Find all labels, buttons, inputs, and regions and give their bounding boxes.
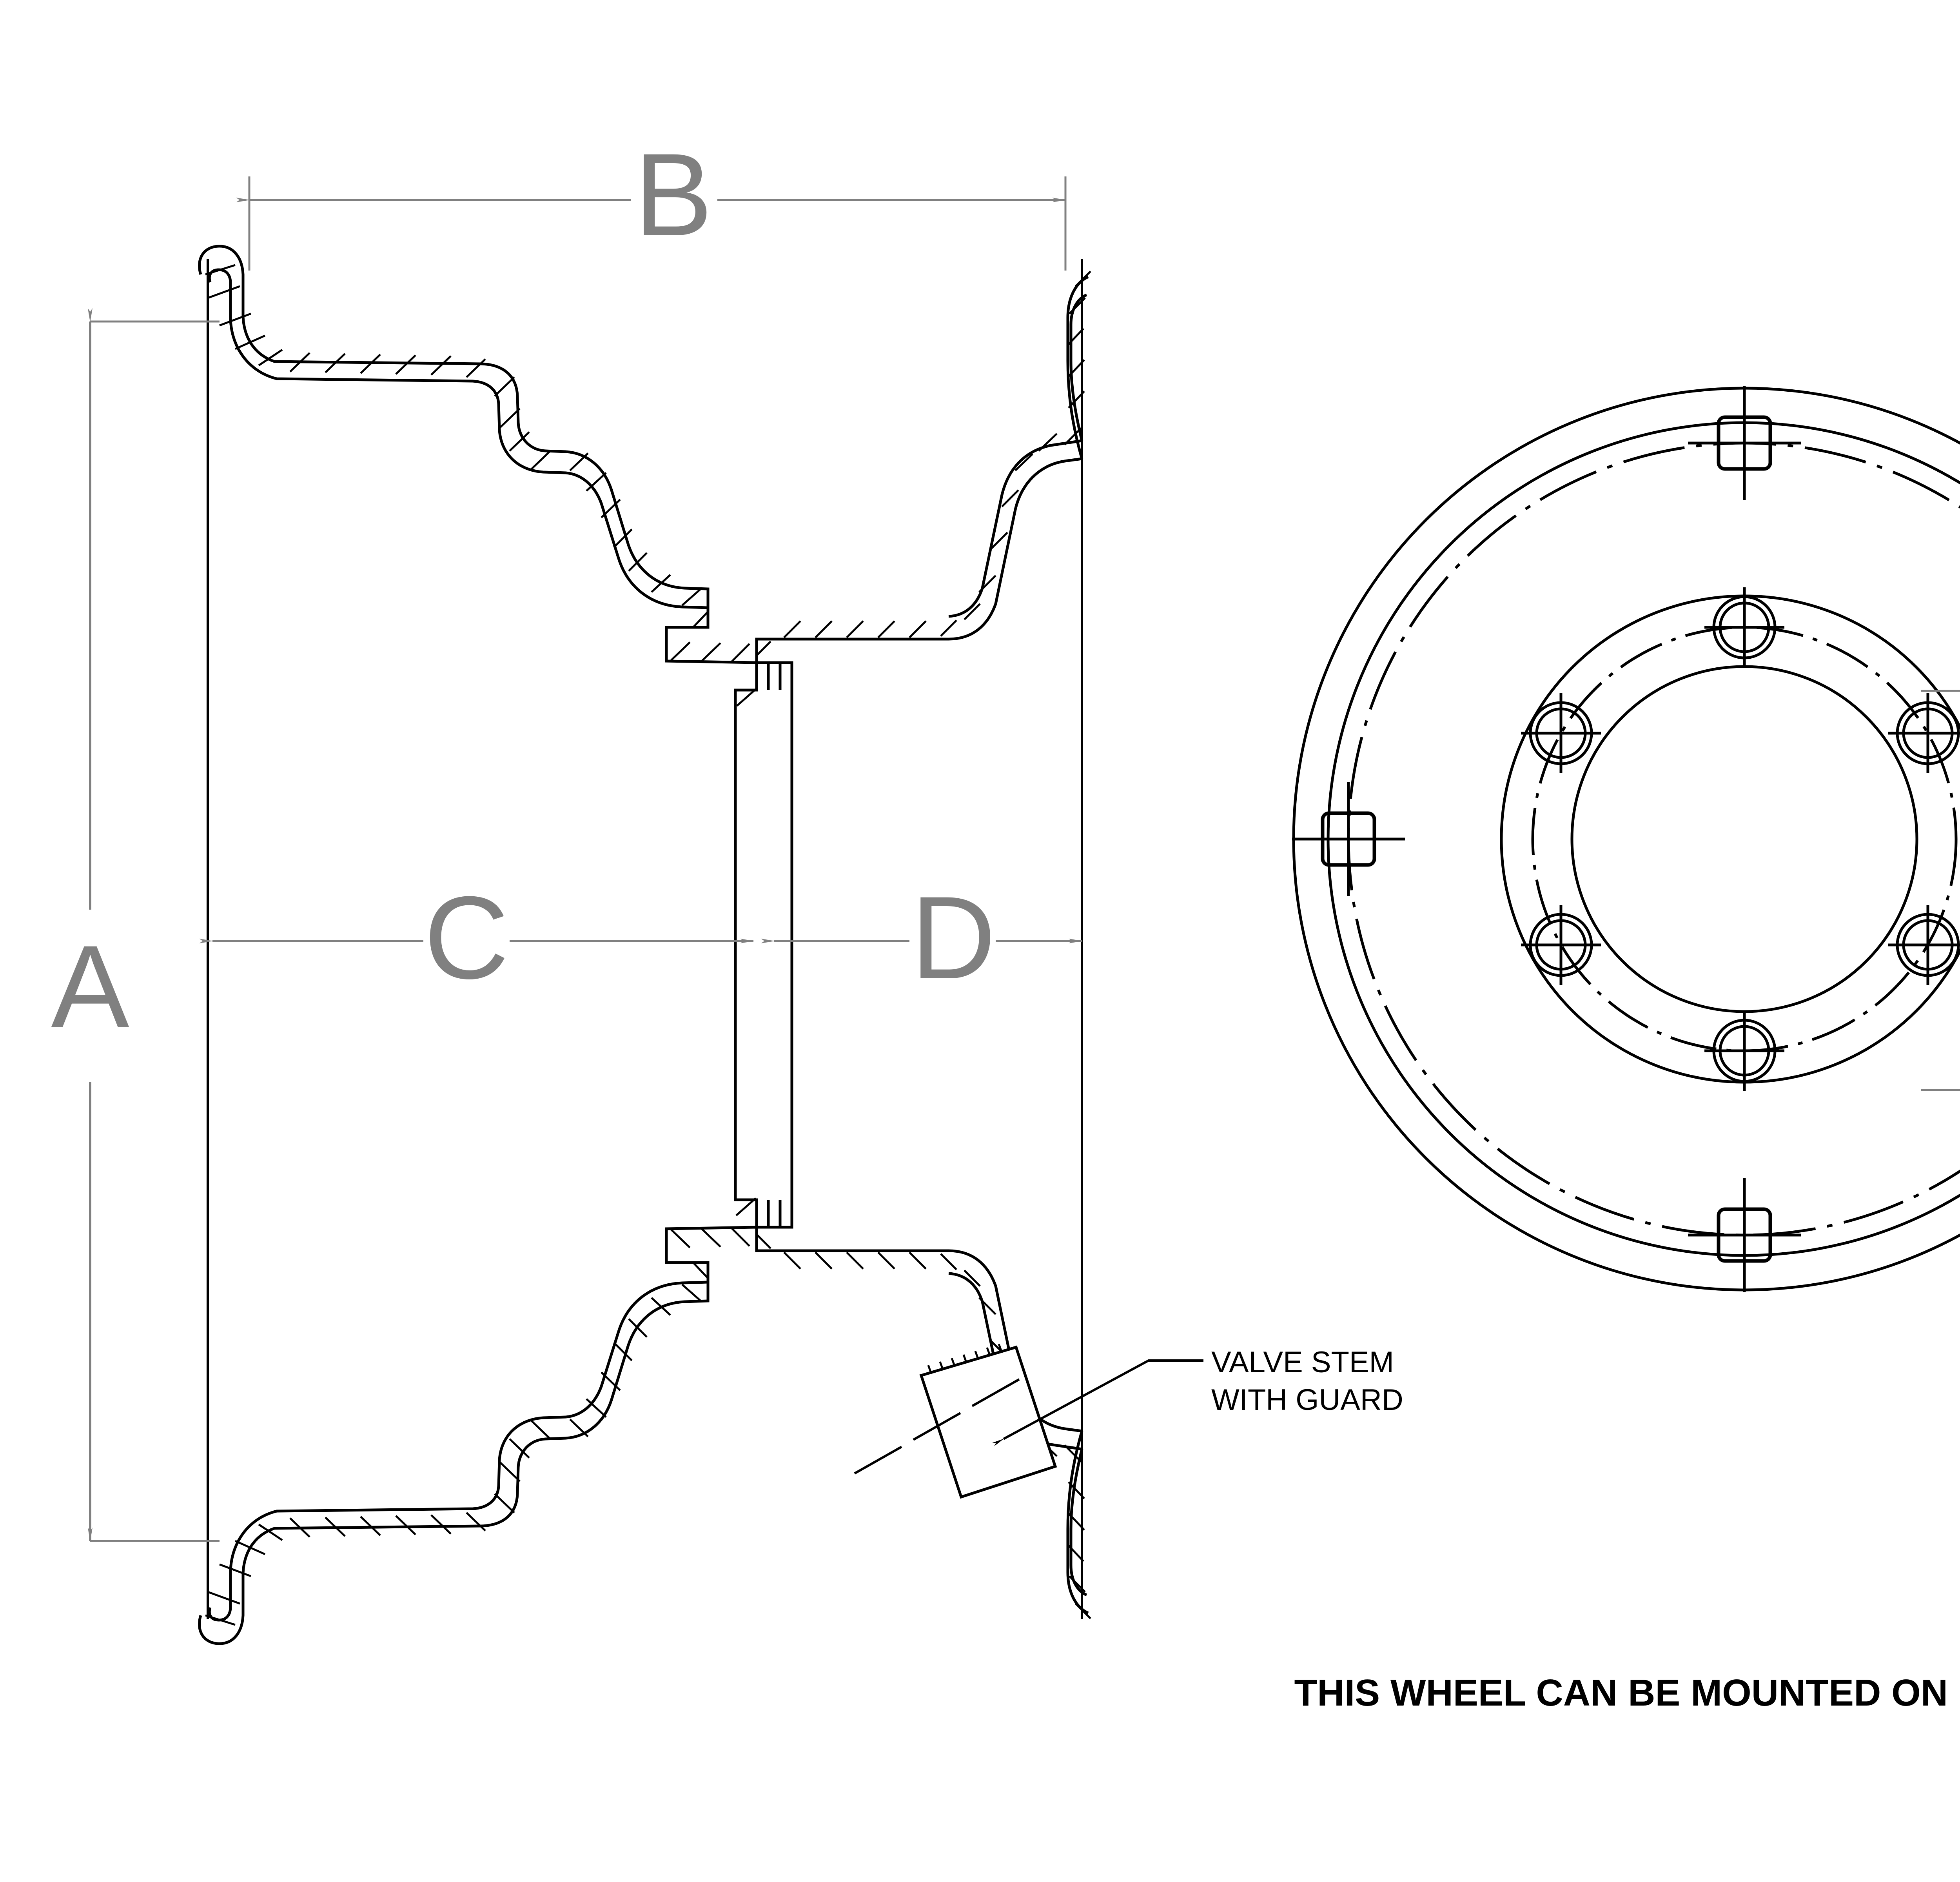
valve-stem-label-line1: VALVE STEM bbox=[1211, 1346, 1394, 1379]
bolt-hole bbox=[1888, 905, 1960, 985]
right-flange-outer-bottom bbox=[1066, 1431, 1089, 1615]
bottom-disc-inner bbox=[566, 1281, 708, 1419]
top-disc-inner bbox=[566, 471, 708, 609]
top-disc-inner2 bbox=[948, 439, 1082, 618]
dimension-label-D: D bbox=[911, 872, 996, 1003]
wheel-cross-section-view: VALVE STEM WITH GUARD A B C D bbox=[51, 129, 1403, 1645]
right-flange-outer-top bbox=[1066, 275, 1089, 459]
hub-plate-hatch bbox=[735, 688, 757, 1216]
bolt-hole bbox=[1704, 587, 1784, 667]
drawing-caption: THIS WHEEL CAN BE MOUNTED ON EITHER SIDE bbox=[1294, 1672, 1960, 1714]
valve-stem-label-line2: WITH GUARD bbox=[1211, 1383, 1403, 1417]
hand-hole-group bbox=[1292, 386, 1801, 1292]
bolt-hole bbox=[1704, 1011, 1784, 1091]
valve-stem-leader bbox=[992, 1359, 1203, 1446]
hand-hole bbox=[1292, 782, 1405, 896]
valve-stem-centerline bbox=[854, 1378, 1020, 1475]
dimension-label-C: C bbox=[424, 872, 509, 1003]
right-flange-inner-top bbox=[1069, 293, 1087, 441]
dimension-label-B: B bbox=[634, 129, 713, 260]
bottom-left-flange-hatch bbox=[205, 1420, 551, 1626]
bottom-right-flange-hatch bbox=[1067, 1481, 1091, 1619]
bolt-hole bbox=[1521, 905, 1601, 985]
top-disc-outer bbox=[566, 450, 1082, 664]
dimension-A bbox=[88, 308, 220, 1542]
right-flange-inner-bottom bbox=[1069, 1449, 1087, 1597]
top-right-flange bbox=[1066, 275, 1089, 459]
left-flange-outer bbox=[198, 245, 566, 453]
bolt-hole-group bbox=[1521, 587, 1960, 1091]
hand-hole bbox=[1688, 1178, 1801, 1292]
hand-hole bbox=[1688, 386, 1801, 500]
dimension-label-A: A bbox=[51, 921, 130, 1052]
top-disc-hatch bbox=[569, 427, 1082, 663]
top-left-flange-hatch bbox=[205, 264, 551, 470]
wheel-face-view: E F bbox=[1292, 386, 1960, 1292]
bottom-right-flange bbox=[1066, 1431, 1089, 1615]
left-flange-outer-bottom bbox=[198, 1437, 566, 1645]
top-disc-transition bbox=[566, 439, 1082, 664]
bolt-hole bbox=[1888, 693, 1960, 773]
dimension-B bbox=[236, 176, 1067, 271]
valve-stem-top-hatch bbox=[923, 1344, 1014, 1376]
bolt-hole bbox=[1521, 693, 1601, 773]
top-right-flange-hatch bbox=[1067, 271, 1091, 409]
